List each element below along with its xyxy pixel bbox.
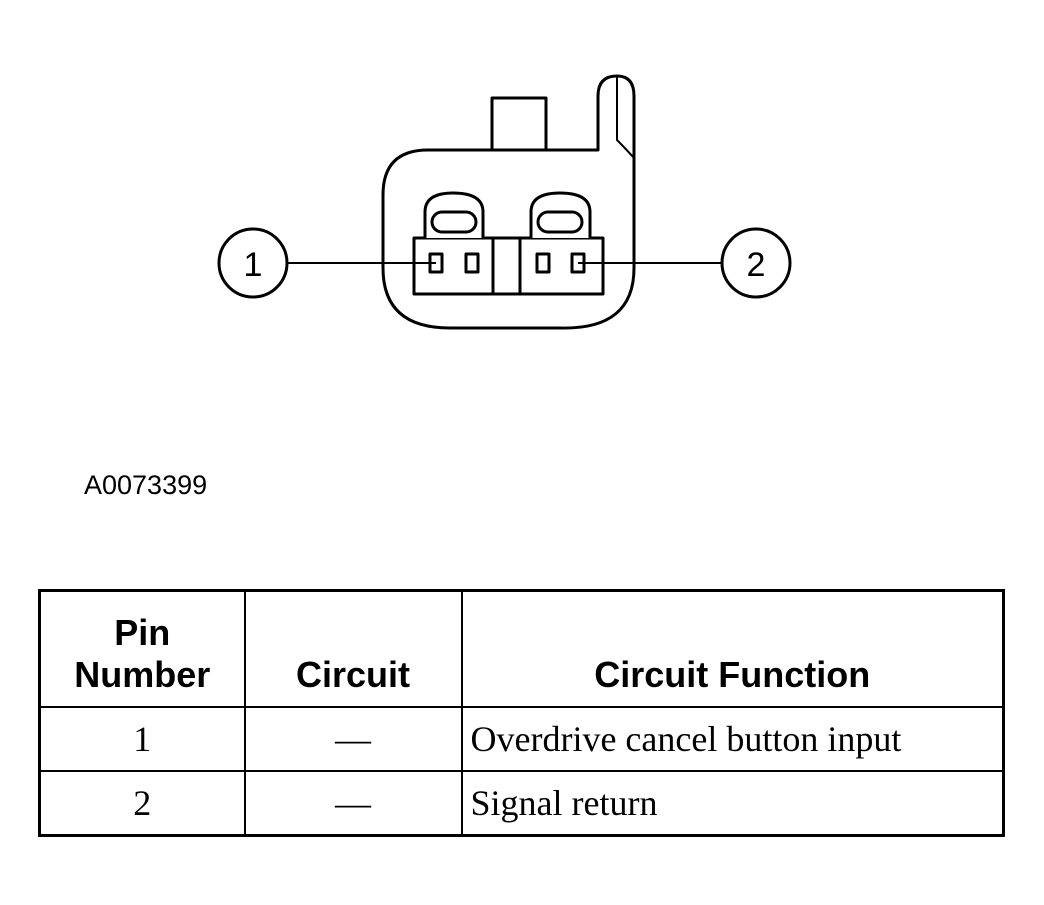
header-circuit-function: Circuit Function [460,589,1005,708]
figure-reference-id: A0073399 [84,470,208,500]
circuit-cell: — [243,706,463,772]
table-row: 1 — Overdrive cancel button input [38,706,1005,772]
connector-cavity [412,236,605,296]
circuit-cell: — [243,770,463,837]
connector-top-tab [490,96,548,152]
pin-cell: 2 [38,770,246,837]
table-row: 2 — Signal return [38,770,1005,837]
header-circuit: Circuit [243,589,463,708]
callout-label-2: 2 [747,246,766,284]
callout-circle-2 [720,227,792,299]
terminal-1 [423,191,485,274]
terminal-2 [529,191,592,274]
function-cell: Overdrive cancel button input [460,706,1005,772]
header-pin-number: Pin Number [38,589,246,708]
connector-diagram: 1 2 [217,74,792,330]
pin-cell: 1 [38,706,246,772]
callout-label-1: 1 [244,246,263,284]
table-header-row: Pin Number Circuit Circuit Function [38,589,1005,708]
function-cell: Signal return [460,770,1005,837]
pinout-table: Pin Number Circuit Circuit Function 1 — … [38,589,1005,837]
callout-circle-1 [217,227,289,299]
